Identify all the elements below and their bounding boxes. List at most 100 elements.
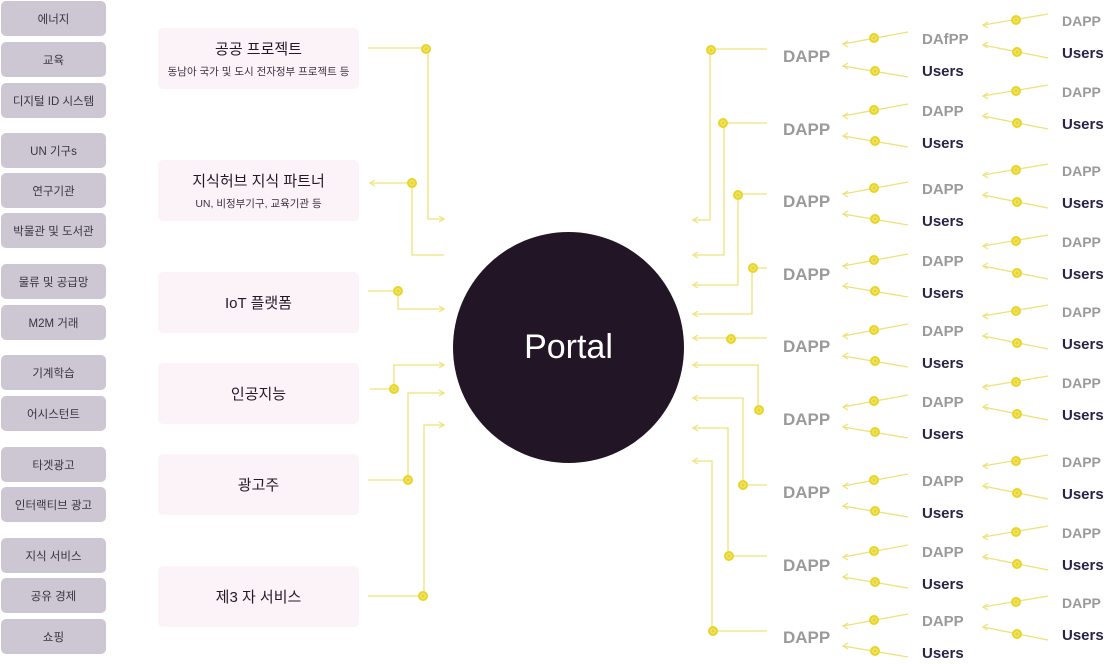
category-research: 연구기관 <box>1 173 106 208</box>
coin-icon <box>708 626 718 636</box>
coin-icon <box>1011 15 1021 25</box>
arrowhead <box>691 424 699 432</box>
arrowhead <box>841 553 849 561</box>
coin-icon <box>1012 197 1022 207</box>
wire <box>695 460 767 632</box>
arrowhead <box>691 310 699 318</box>
arrowhead <box>691 457 699 465</box>
far-dapp-label: DAPP <box>1062 525 1101 541</box>
far-dapp-label: DAPP <box>1062 304 1101 320</box>
coin-icon <box>418 591 428 601</box>
coin-icon <box>1011 86 1021 96</box>
dapp-label: DAPP <box>783 483 831 502</box>
portal-label: Portal <box>524 328 613 366</box>
coin-icon <box>1011 236 1021 246</box>
arrowhead <box>981 41 989 49</box>
coin-icon <box>869 255 879 265</box>
dapp-label: DAPP <box>783 120 831 139</box>
arrowhead <box>841 62 849 70</box>
arrowhead <box>981 171 989 179</box>
sub-dapp-label: DAPP <box>922 613 964 630</box>
source-title: IoT 플랫폼 <box>225 295 292 312</box>
coin-icon <box>1011 306 1021 316</box>
wire <box>695 397 767 486</box>
arrowhead <box>981 403 989 411</box>
arrowhead <box>691 394 699 402</box>
sub-dapp-label: DAfPP <box>922 31 969 48</box>
category-museums-libraries: 박물관 및 도서관 <box>1 213 106 248</box>
arrowhead <box>841 573 849 581</box>
coin-icon <box>870 506 880 516</box>
portal-circle: Portal <box>453 232 684 463</box>
coin-icon <box>870 646 880 656</box>
arrowhead <box>438 361 446 369</box>
sub-users-label: Users <box>922 645 964 662</box>
arrowhead <box>438 305 446 313</box>
arrowhead <box>981 262 989 270</box>
wire <box>695 267 767 315</box>
wire <box>368 47 444 220</box>
far-dapp-label: DAPP <box>1062 84 1101 100</box>
arrowhead <box>841 40 849 48</box>
far-users-label: Users <box>1062 336 1104 353</box>
sub-users-label: Users <box>922 505 964 522</box>
far-dapp-label: DAPP <box>1062 234 1101 250</box>
category-interactive-ads: 인터랙티브 광고 <box>1 487 106 522</box>
coin-icon <box>748 263 758 273</box>
coin-icon <box>869 396 879 406</box>
arrowhead <box>438 421 446 429</box>
arrowhead <box>981 623 989 631</box>
coin-icon <box>1011 527 1021 537</box>
far-users-label: Users <box>1062 116 1104 133</box>
sub-dapp-label: DAPP <box>922 253 964 270</box>
coin-icon <box>870 66 880 76</box>
dapp-label: DAPP <box>783 265 831 284</box>
arrowhead <box>841 262 849 270</box>
far-users-label: Users <box>1062 195 1104 212</box>
sub-users-label: Users <box>922 355 964 372</box>
coin-icon <box>733 190 743 200</box>
sub-users-label: Users <box>922 426 964 443</box>
arrowhead <box>841 423 849 431</box>
coin-icon <box>726 334 736 344</box>
arrowhead <box>981 332 989 340</box>
coin-icon <box>869 105 879 115</box>
coin-icon <box>870 577 880 587</box>
source-subtitle: UN, 비정부기구, 교육기관 등 <box>195 198 322 210</box>
sub-dapp-label: DAPP <box>922 103 964 120</box>
arrowhead <box>368 179 376 187</box>
arrowhead <box>691 281 699 289</box>
dapp-label: DAPP <box>783 556 831 575</box>
category-sharing-economy: 공유 경제 <box>1 578 106 613</box>
far-users-label: Users <box>1062 45 1104 62</box>
category-shopping: 쇼핑 <box>1 619 106 654</box>
coin-icon <box>1012 409 1022 419</box>
sub-dapp-label: DAPP <box>922 394 964 411</box>
coin-icon <box>869 615 879 625</box>
source-iot-platform: IoT 플랫폼 <box>158 272 359 333</box>
sub-dapp-label: DAPP <box>922 544 964 561</box>
coin-icon <box>1011 456 1021 466</box>
far-users-label: Users <box>1062 486 1104 503</box>
category-assistant: 어시스턴트 <box>1 396 106 431</box>
source-title: 제3 자 서비스 <box>215 589 302 606</box>
far-dapp-label: DAPP <box>1062 375 1101 391</box>
far-dapp-label: DAPP <box>1062 13 1101 29</box>
arrowhead <box>841 132 849 140</box>
dapp-label: DAPP <box>783 47 831 66</box>
arrowhead <box>981 533 989 541</box>
coin-icon <box>869 475 879 485</box>
wire <box>695 193 767 286</box>
coin-icon <box>870 136 880 146</box>
coin-icon <box>1012 268 1022 278</box>
arrowhead <box>981 383 989 391</box>
arrowhead <box>691 361 699 369</box>
sub-dapp-label: DAPP <box>922 323 964 340</box>
coin-icon <box>1012 629 1022 639</box>
category-digital-id: 디지털 ID 시스템 <box>1 83 106 118</box>
coin-icon <box>869 325 879 335</box>
arrowhead <box>981 603 989 611</box>
coin-icon <box>870 427 880 437</box>
arrowhead <box>981 242 989 250</box>
